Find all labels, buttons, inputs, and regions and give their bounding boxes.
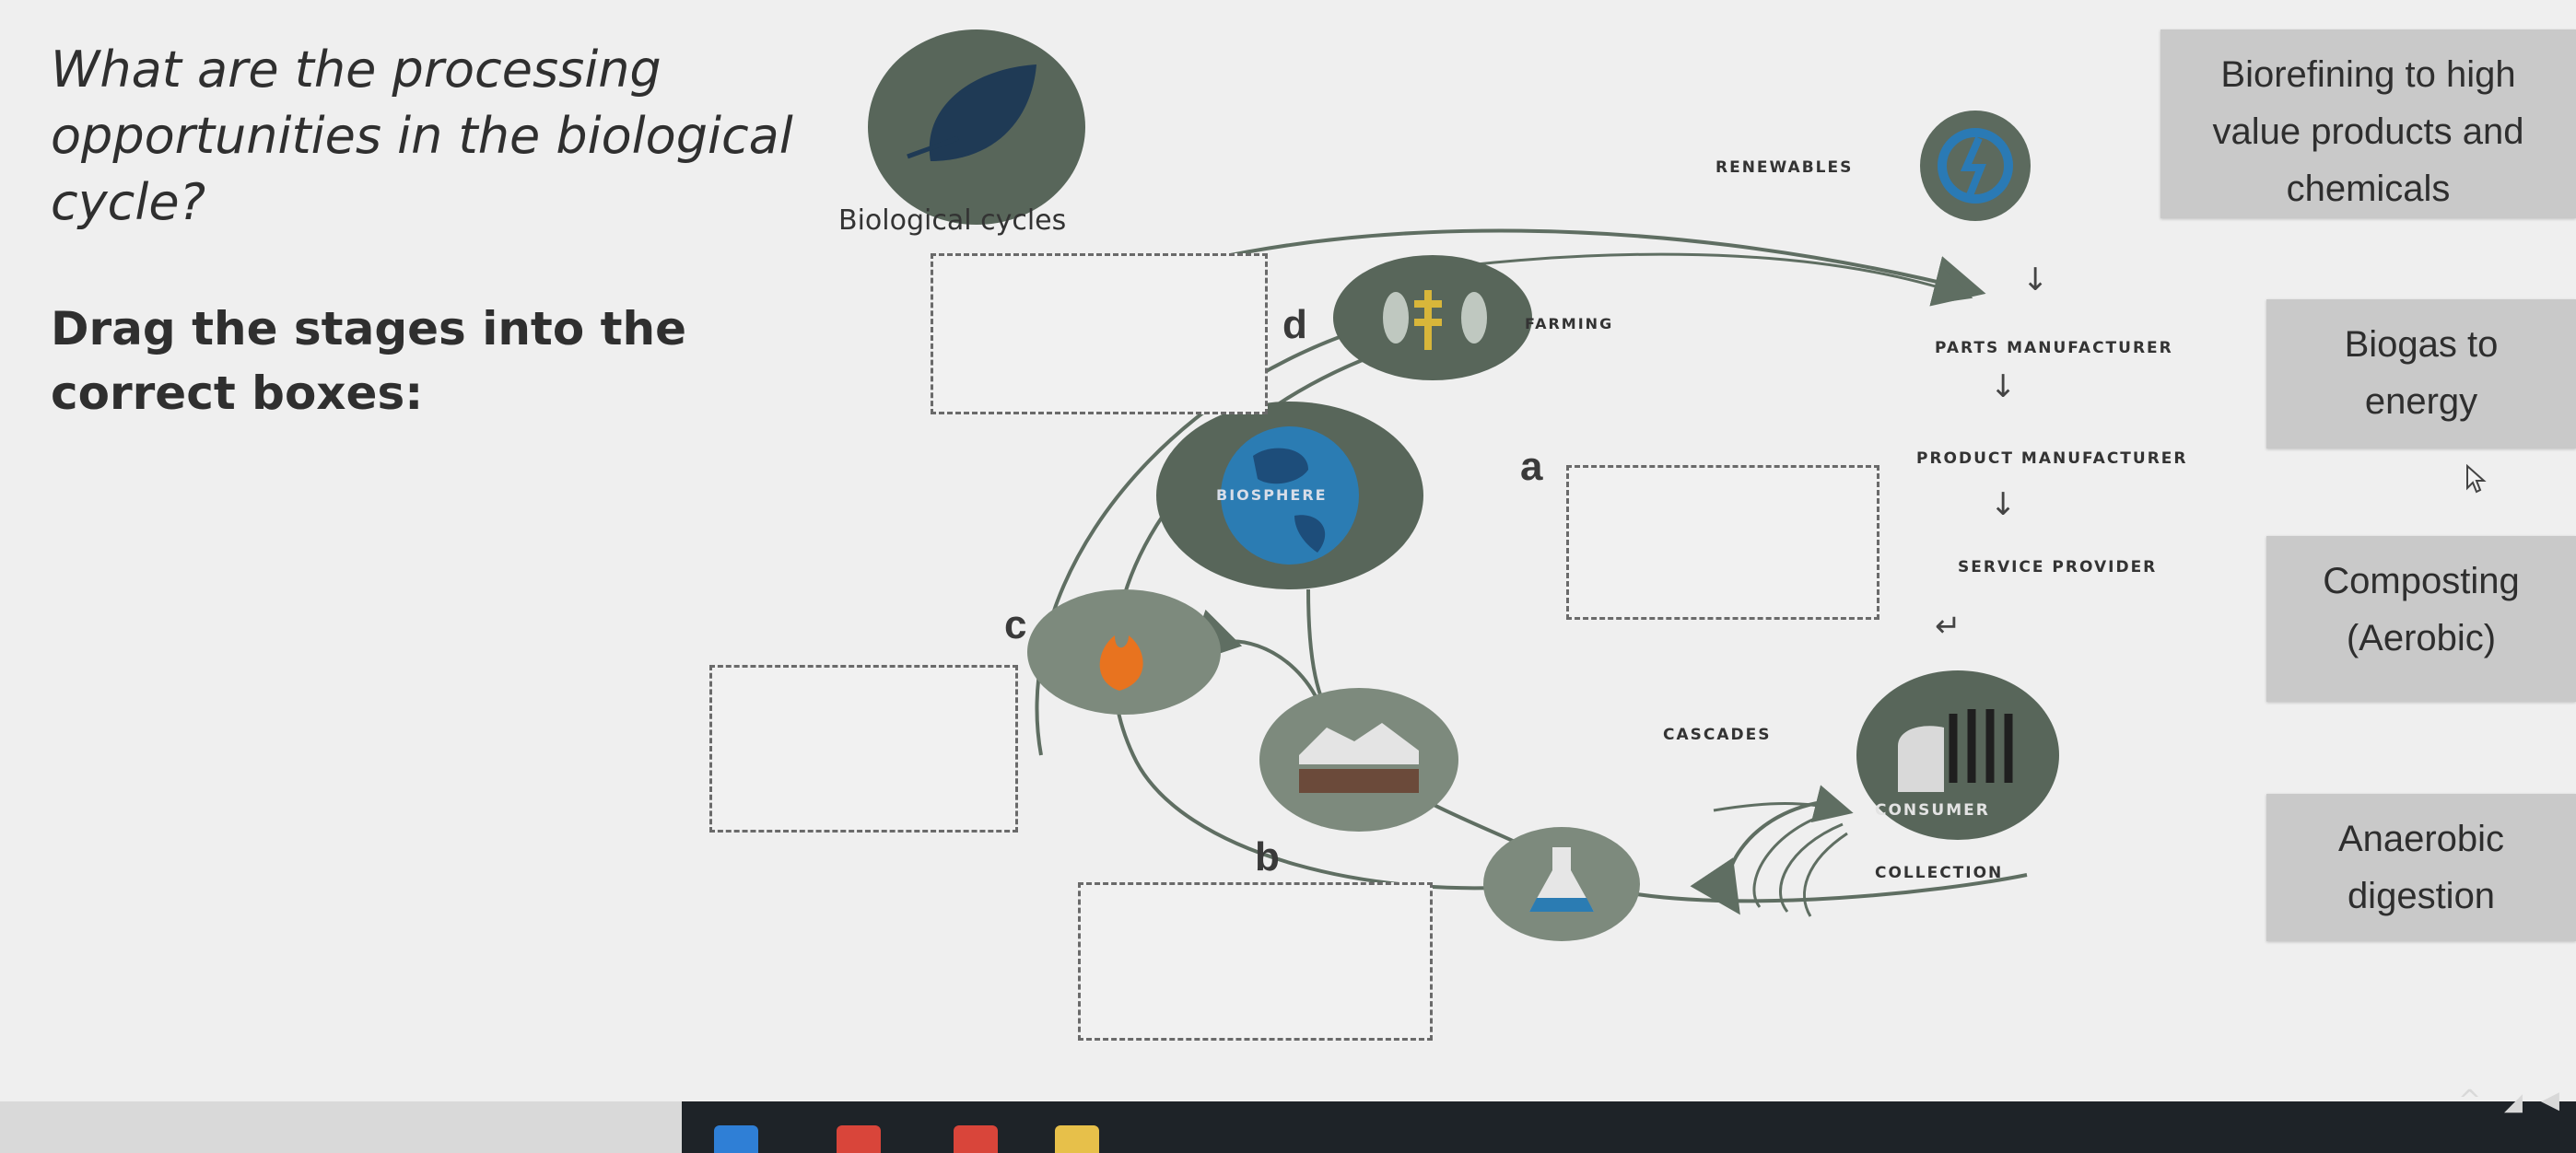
tile-line: value products and <box>2212 111 2524 152</box>
label-biosphere: BIOSPHERE <box>1216 486 1328 504</box>
cascade-wave-3 <box>1779 822 1844 913</box>
label-renewables: RENEWABLES <box>1715 158 1854 177</box>
question-line: What are the processing <box>51 41 662 99</box>
down-arrow-icon: ↓ <box>1990 368 2017 405</box>
instruction-line: correct boxes: <box>51 367 424 420</box>
drop-zone-d[interactable] <box>931 253 1268 414</box>
chrome-icon[interactable] <box>837 1125 881 1153</box>
draggable-tile-biorefining[interactable]: Biorefining to high value products and c… <box>2160 29 2576 218</box>
tile-line: chemicals <box>2286 169 2451 209</box>
label-product-manufacturer: PRODUCT MANUFACTURER <box>1916 449 2188 468</box>
drop-zone-label: c <box>1004 602 1027 647</box>
instruction-text: Drag the stages into the correct boxes: <box>51 297 714 425</box>
leaf-icon <box>868 29 1085 225</box>
fire-icon <box>1027 589 1221 715</box>
question-line: opportunities in the biological <box>51 107 793 165</box>
speaker-icon[interactable]: ◀ <box>2541 1087 2559 1114</box>
collection-line <box>1630 873 2028 903</box>
turn-arrow-icon: ↵ <box>1935 608 1961 645</box>
file-explorer-icon[interactable] <box>1055 1125 1099 1153</box>
label-cascades: CASCADES <box>1663 726 1772 744</box>
label-consumer: CONSUMER <box>1875 801 1990 820</box>
tile-line: digestion <box>2347 876 2496 916</box>
chrome-icon[interactable] <box>954 1125 998 1153</box>
label-parts-manufacturer: PARTS MANUFACTURER <box>1935 339 2173 357</box>
label-farming: FARMING <box>1525 315 1614 332</box>
tile-line: Anaerobic <box>2337 819 2505 859</box>
network-icon[interactable]: ◢ <box>2504 1089 2523 1116</box>
edge-icon[interactable] <box>714 1125 758 1153</box>
consumer-to-cascade-arrow <box>1713 785 1854 823</box>
down-arrow-icon: ↓ <box>2022 262 2049 298</box>
question-text: What are the processing opportunities in… <box>51 37 825 236</box>
tile-line: Biorefining to high <box>2220 54 2516 95</box>
flask-icon <box>1483 827 1640 941</box>
label-collection: COLLECTION <box>1875 864 2004 882</box>
drop-zone-c[interactable] <box>709 665 1018 833</box>
mouse-cursor-icon <box>2466 464 2487 494</box>
biosphere-icon <box>1156 402 1423 589</box>
question-line: cycle? <box>51 173 206 231</box>
draggable-tile-anaerobic[interactable]: Anaerobic digestion <box>2266 794 2576 941</box>
cascade-wave-4 <box>1803 832 1848 917</box>
tile-line: Composting <box>2323 561 2520 601</box>
consumer-icon <box>1856 670 2059 840</box>
draggable-tile-biogas[interactable]: Biogas to energy <box>2266 299 2576 448</box>
drop-zone-label: d <box>1282 302 1307 347</box>
drop-zone-a[interactable] <box>1566 465 1879 620</box>
soil-icon <box>1259 688 1458 832</box>
diagram-title: Biological cycles <box>838 204 1067 237</box>
farming-icon <box>1333 255 1532 380</box>
draggable-tile-composting[interactable]: Composting (Aerobic) <box>2266 536 2576 702</box>
renewables-icon <box>1920 111 2031 221</box>
drop-zone-label: a <box>1520 444 1543 489</box>
tile-line: (Aerobic) <box>2346 618 2497 658</box>
instruction-line: Drag the stages into the <box>51 302 686 355</box>
down-arrow-icon: ↓ <box>1990 486 2017 523</box>
tile-line: Biogas to <box>2344 324 2499 365</box>
tile-line: energy <box>2364 381 2478 422</box>
taskbar-left-area <box>0 1101 682 1153</box>
cascade-wave-1 <box>1690 799 1830 915</box>
drop-zone-b[interactable] <box>1078 882 1433 1041</box>
drop-zone-label: b <box>1255 834 1280 879</box>
chevron-up-icon[interactable]: ^ <box>2458 1085 2482 1117</box>
label-service-provider: SERVICE PROVIDER <box>1958 558 2158 576</box>
